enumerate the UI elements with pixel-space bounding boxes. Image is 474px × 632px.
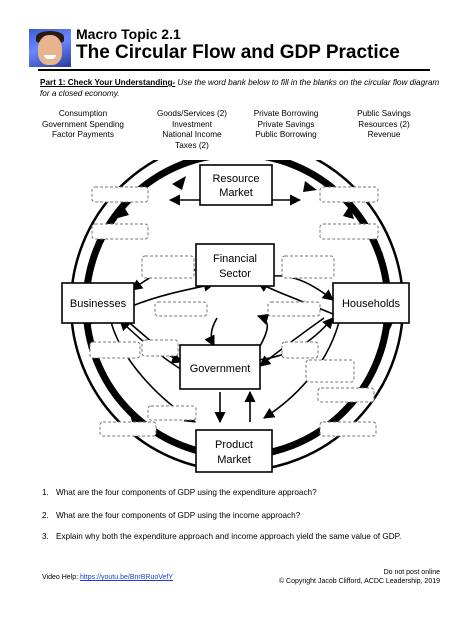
word-bank-term: Investment (171, 119, 213, 129)
government-label: Government (190, 363, 251, 375)
financial-sector-label-line2: Sector (219, 268, 251, 280)
word-bank-term: Taxes (2) (175, 140, 209, 150)
circular-flow-diagram: Resource Market Financial Sector Busines… (61, 160, 410, 473)
word-bank-term: Government Spending (42, 119, 124, 129)
answer-blank (317, 387, 375, 403)
answer-blanks (89, 186, 379, 437)
topic-label: Macro Topic 2.1 (76, 26, 181, 42)
businesses-node: Businesses (61, 282, 135, 324)
part1-heading: Part 1: Check Your Understanding- (40, 78, 176, 87)
resource-market-node: Resource Market (199, 164, 273, 206)
copyright-notice: © Copyright Jacob Clifford, ACDC Leaders… (278, 578, 440, 585)
financial-sector-label-line1: Financial (213, 253, 257, 265)
word-bank-term: Resources (2) (358, 119, 410, 129)
question-text: What are the four components of GDP usin… (56, 488, 317, 497)
answer-blank (99, 421, 157, 437)
answer-blank (319, 223, 379, 240)
page-title: The Circular Flow and GDP Practice (76, 42, 400, 63)
word-bank-term: Factor Payments (52, 130, 114, 139)
question-text: Explain why both the expenditure approac… (56, 532, 402, 541)
answer-blank (319, 421, 377, 437)
answer-blank (141, 255, 195, 279)
resource-market-label-line1: Resource (212, 173, 259, 185)
answer-blank (141, 339, 179, 357)
resource-market-label-line2: Market (219, 187, 253, 199)
answer-blank (91, 186, 149, 203)
video-help: Video Help: https://youtu.be/BnrBRuoVefY (42, 574, 173, 581)
answer-blank (89, 341, 141, 359)
answer-blank (281, 341, 319, 359)
part1-text: Use the word bank below to fill in the b… (40, 78, 440, 98)
word-bank-term: Private Borrowing (253, 109, 319, 118)
households-label: Households (342, 298, 401, 310)
word-bank-term: Public Savings (357, 109, 411, 118)
word-bank-term: Public Borrowing (255, 130, 317, 139)
answer-blank (91, 223, 149, 240)
do-not-post-notice: Do not post online (383, 569, 440, 576)
answer-blank (305, 359, 355, 383)
avatar (29, 29, 71, 67)
financial-sector-node: Financial Sector (195, 243, 275, 287)
word-bank-column-2: Goods/Services (2) Investment National I… (144, 109, 240, 151)
question-3: 3. Explain why both the expenditure appro… (42, 532, 401, 541)
question-1: 1. What are the four components of GDP us… (42, 488, 317, 497)
word-bank-term: Consumption (58, 109, 108, 118)
word-bank-column-1: Consumption Government Spending Factor P… (40, 109, 126, 141)
product-market-node: Product Market (195, 429, 273, 473)
answer-blank (319, 186, 379, 203)
question-number: 1. (42, 488, 49, 497)
question-text: What are the four components of GDP usin… (56, 511, 301, 520)
answer-blank (147, 405, 197, 421)
word-bank-term: Goods/Services (2) (156, 109, 228, 118)
word-bank-column-4: Public Savings Resources (2) Revenue (346, 109, 422, 141)
video-help-label: Video Help: (42, 574, 81, 581)
product-market-label-line2: Market (217, 454, 251, 466)
word-bank-column-3: Private Borrowing Private Savings Public… (248, 109, 324, 141)
question-number: 2. (42, 511, 49, 520)
title-divider (38, 69, 430, 71)
answer-blank (281, 255, 335, 279)
answer-blank (154, 301, 208, 317)
word-bank-term: Private Savings (257, 119, 315, 129)
question-2: 2. What are the four components of GDP us… (42, 511, 300, 520)
word-bank-term: Revenue (367, 130, 401, 139)
word-bank-term: National Income (162, 130, 222, 139)
video-help-link[interactable]: https://youtu.be/BnrBRuoVefY (80, 574, 174, 581)
households-node: Households (332, 282, 410, 324)
part1-instructions: Part 1: Check Your Understanding- Use th… (40, 77, 440, 99)
product-market-label-line1: Product (215, 439, 253, 451)
businesses-label: Businesses (70, 298, 127, 310)
answer-blank (267, 301, 321, 317)
government-node: Government (179, 344, 261, 390)
footer-notice: Do not post online © Copyright Jacob Cli… (279, 568, 440, 586)
question-number: 3. (42, 532, 49, 541)
